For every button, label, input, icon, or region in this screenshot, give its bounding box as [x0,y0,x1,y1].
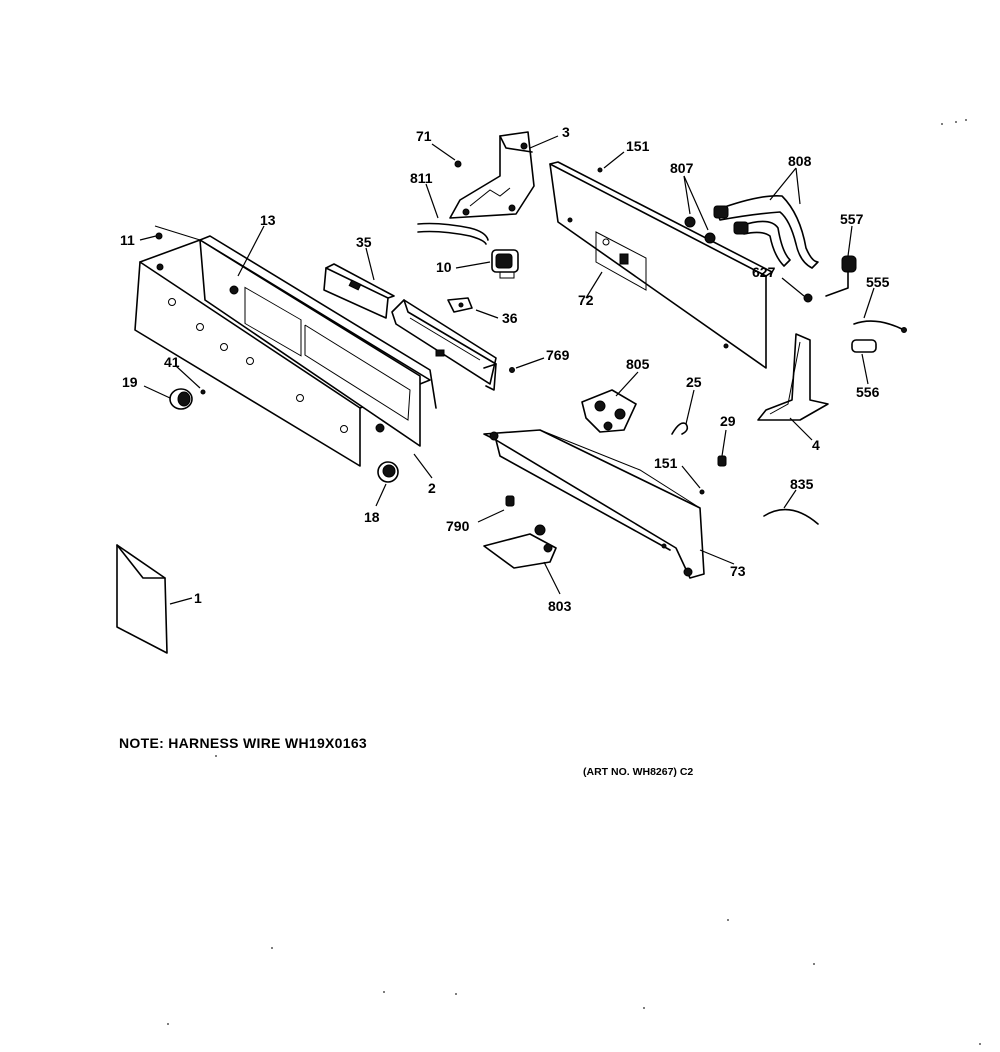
callout-811: 811 [410,170,433,186]
callout-2: 2 [428,480,436,496]
callout-72: 72 [578,292,594,308]
callout-3: 3 [562,124,570,140]
callout-790: 790 [446,518,470,534]
harness-wire-note: NOTE: HARNESS WIRE WH19X0163 [119,735,368,751]
callout-555: 555 [866,274,890,290]
part-811-wire [417,222,489,245]
callout-13: 13 [260,212,276,228]
part-803-bracket [483,495,557,569]
callout-769: 769 [546,347,570,363]
callout-25: 25 [686,374,702,390]
callout-18: 18 [364,509,380,525]
callout-71: 71 [416,128,432,144]
callout-41: 41 [164,354,180,370]
part-835-wire [763,508,819,525]
part-18-knob [377,461,399,483]
part-4-end-bracket [757,333,829,421]
part-72-rear-panel [549,161,773,369]
part-555-harness [851,320,907,353]
callout-19: 19 [122,374,138,390]
leader-lines [139,135,875,605]
callout-151b: 151 [654,455,678,471]
part-1-envelope [116,544,168,654]
part-36-bracket [447,297,473,313]
part-control-board [391,299,497,391]
callout-29: 29 [720,413,736,429]
callout-4: 4 [812,437,820,453]
part-769-screw [509,367,515,373]
part-73-support-rail [483,429,705,579]
callout-835: 835 [790,476,814,492]
callout-labels: 71 3 151 807 808 811 13 11 35 10 36 72 5… [120,124,890,614]
callout-807: 807 [670,160,694,176]
part-13-control-panel [134,225,431,467]
callout-803: 803 [548,598,572,614]
part-805-valve-assembly [581,389,637,433]
callout-36: 36 [502,310,518,326]
part-71-screw [454,160,462,168]
art-number: (ART NO. WH8267) C2 [583,766,694,778]
callout-151: 151 [626,138,650,154]
scan-noise [167,119,981,1045]
callout-1: 1 [194,590,202,606]
callout-557: 557 [840,211,864,227]
part-25-clip [671,422,689,435]
callout-805: 805 [626,356,650,372]
part-2-panel-frame [199,235,437,447]
callout-10: 10 [436,259,452,275]
callout-627: 627 [752,264,776,280]
part-807-808-hoses [684,194,819,269]
part-11-screw [155,232,163,240]
part-3-end-bracket [449,131,535,219]
part-557-valve [803,255,857,303]
callout-11: 11 [120,232,135,248]
part-29-grommet [717,455,727,467]
callout-73: 73 [730,563,746,579]
part-19-knob [169,388,206,410]
callout-808: 808 [788,153,812,169]
part-35-display-board [323,263,395,319]
part-10-switch [491,249,519,279]
callout-35: 35 [356,234,372,250]
callout-556: 556 [856,384,880,400]
part-151-screws [597,167,705,495]
